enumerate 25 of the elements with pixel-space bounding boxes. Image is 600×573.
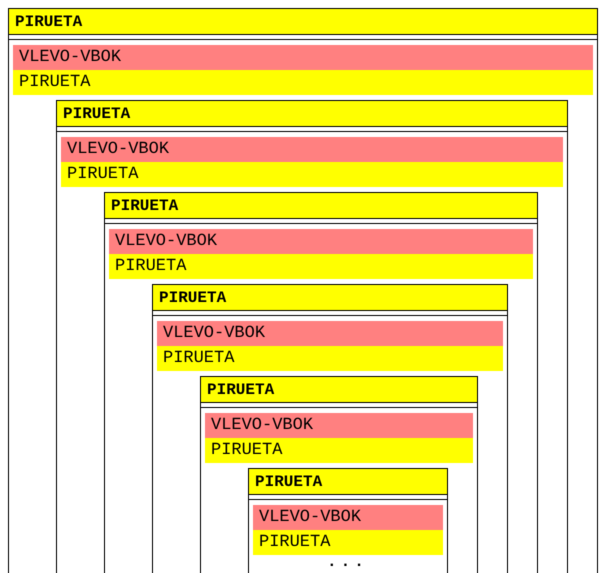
command-row: VLEVO-VBOK — [109, 229, 533, 254]
command-row: VLEVO-VBOK — [253, 505, 443, 530]
block-header: PIRUETA — [153, 285, 507, 311]
block-frame — [8, 8, 598, 573]
call-row: PIRUETA — [61, 162, 563, 187]
block-frame — [200, 376, 478, 573]
block-frame — [56, 100, 568, 573]
block-frame — [104, 192, 538, 573]
block-header: PIRUETA — [105, 193, 537, 219]
block-frame — [152, 284, 508, 573]
block-header: PIRUETA — [201, 377, 477, 403]
command-row: VLEVO-VBOK — [205, 413, 473, 438]
block-frame — [248, 468, 448, 573]
ellipsis: ... — [327, 553, 368, 571]
call-row: PIRUETA — [253, 530, 443, 555]
block-header: PIRUETA — [57, 101, 567, 127]
command-row: VLEVO-VBOK — [13, 45, 593, 70]
call-row: PIRUETA — [205, 438, 473, 463]
block-header: PIRUETA — [249, 469, 447, 495]
call-row: PIRUETA — [109, 254, 533, 279]
call-row: PIRUETA — [13, 70, 593, 95]
block-header: PIRUETA — [9, 9, 597, 35]
command-row: VLEVO-VBOK — [157, 321, 503, 346]
call-row: PIRUETA — [157, 346, 503, 371]
command-row: VLEVO-VBOK — [61, 137, 563, 162]
